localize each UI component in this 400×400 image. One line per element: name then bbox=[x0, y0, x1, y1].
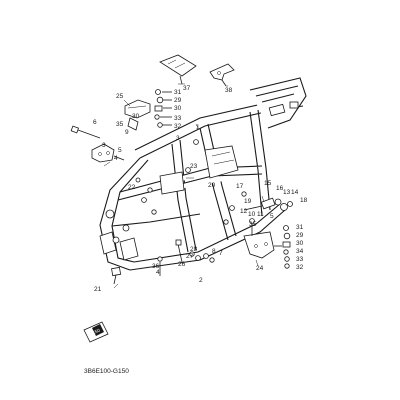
callout-30-upper-left: 30 bbox=[132, 113, 140, 120]
callout-9: 9 bbox=[125, 129, 129, 136]
callout-19: 19 bbox=[244, 198, 252, 205]
callout-30-top: 30 bbox=[174, 105, 182, 112]
callout-32-bottom: 32 bbox=[296, 264, 304, 271]
callout-6: 6 bbox=[93, 119, 97, 126]
callout-8: 8 bbox=[212, 248, 216, 255]
callout-37: 37 bbox=[183, 85, 191, 92]
part-21-bolt bbox=[111, 266, 122, 285]
part-24-bracket bbox=[243, 218, 275, 259]
upper-left-fastener-cluster bbox=[124, 89, 172, 131]
callout-4-left: 4 bbox=[114, 155, 118, 162]
callout-15: 15 bbox=[264, 180, 272, 187]
part-6-bolt bbox=[70, 125, 101, 139]
lower-center-fasteners bbox=[157, 239, 215, 276]
callout-26: 26 bbox=[178, 261, 186, 268]
callout-33-top: 33 bbox=[174, 115, 182, 122]
callout-21: 21 bbox=[94, 286, 102, 293]
right-engine-mount bbox=[243, 197, 293, 211]
badge-text: 150 bbox=[92, 327, 101, 335]
model-badge: 150 bbox=[83, 321, 109, 343]
callout-34-bottom: 34 bbox=[296, 248, 304, 255]
lower-right-fastener-cluster bbox=[274, 225, 291, 269]
callout-29-top: 29 bbox=[174, 97, 182, 104]
main-frame bbox=[99, 77, 307, 271]
callout-7: 7 bbox=[219, 250, 223, 257]
callout-3-center: 3 bbox=[176, 135, 180, 142]
part-code: 3B6E100-G150 bbox=[84, 368, 129, 375]
callout-5-right: 5 bbox=[270, 213, 274, 220]
callout-1: 1 bbox=[196, 124, 200, 131]
callout-27: 27 bbox=[186, 253, 194, 260]
callout-17: 17 bbox=[236, 183, 244, 190]
callout-13: 13 bbox=[283, 189, 291, 196]
callout-35-right: 35 bbox=[249, 221, 257, 228]
callout-30-bottom: 30 bbox=[296, 240, 304, 247]
callout-20: 20 bbox=[208, 182, 216, 189]
callout-labels: 1 2 3 4 5 6 7 8 9 10 11 12 13 14 15 16 1… bbox=[93, 85, 308, 293]
part-37-plate bbox=[159, 54, 197, 85]
part-5-bracket bbox=[91, 143, 125, 163]
callout-33-bottom: 33 bbox=[296, 256, 304, 263]
callout-2: 2 bbox=[199, 277, 203, 284]
callout-11: 11 bbox=[257, 211, 264, 218]
callout-5: 5 bbox=[118, 147, 122, 154]
callout-10: 10 bbox=[248, 211, 256, 218]
leader-lines bbox=[103, 83, 265, 289]
callout-22: 22 bbox=[128, 184, 136, 191]
callout-12: 12 bbox=[240, 208, 248, 215]
callout-23: 23 bbox=[190, 163, 198, 170]
callout-16: 16 bbox=[276, 185, 284, 192]
callout-29-bottom: 29 bbox=[296, 232, 304, 239]
callout-25: 25 bbox=[116, 93, 124, 100]
callout-14: 14 bbox=[291, 189, 299, 196]
callout-31-bottom: 31 bbox=[296, 224, 304, 231]
part-38-bracket bbox=[209, 63, 235, 87]
callout-24: 24 bbox=[256, 265, 264, 272]
callout-4: 4 bbox=[156, 269, 160, 276]
callout-31-top: 31 bbox=[174, 89, 182, 96]
callout-36: 36 bbox=[152, 263, 160, 270]
callout-38: 38 bbox=[225, 87, 233, 94]
callout-32-top: 32 bbox=[174, 123, 182, 130]
callout-35-upper-left: 35 bbox=[116, 121, 124, 128]
callout-18: 18 bbox=[300, 197, 308, 204]
callout-3: 3 bbox=[102, 142, 106, 149]
callout-28: 28 bbox=[190, 246, 198, 253]
